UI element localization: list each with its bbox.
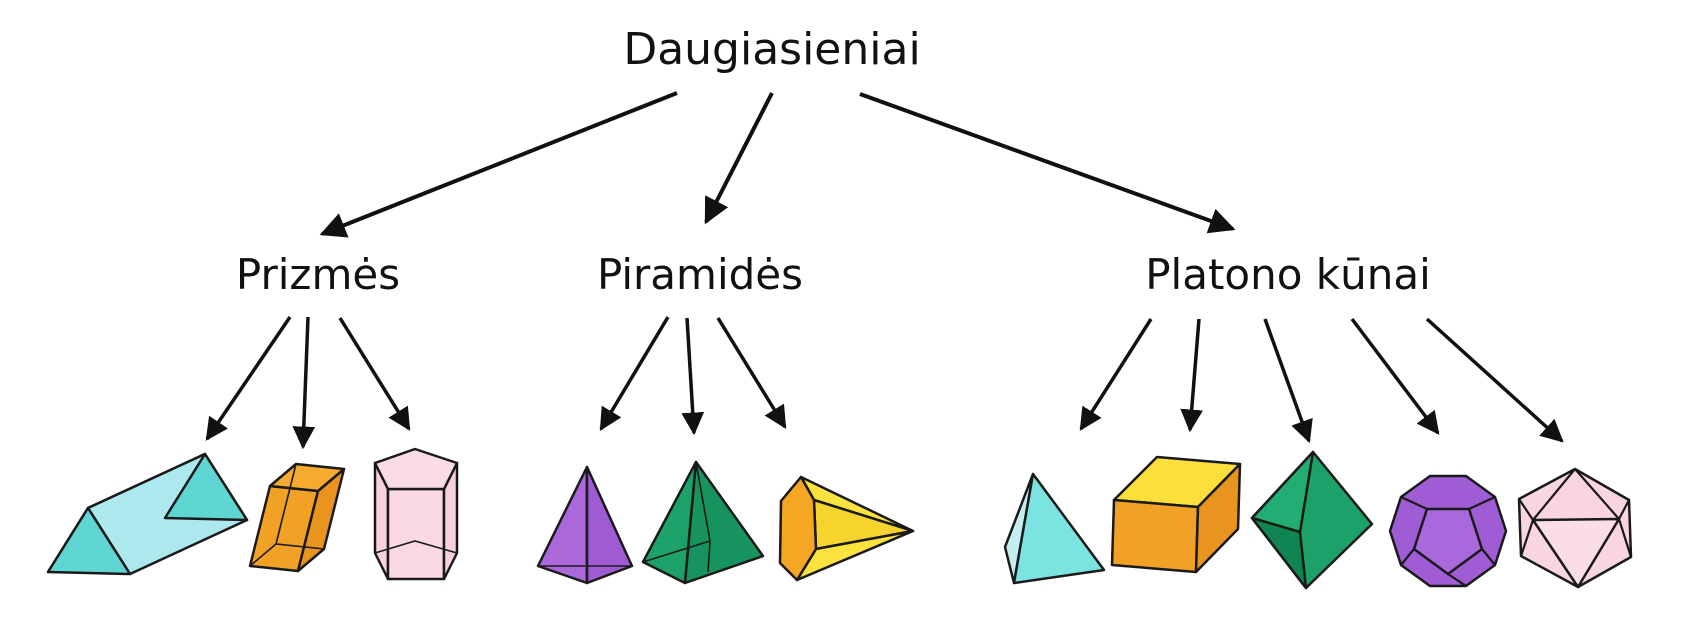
lying-pyramid-shape (778, 475, 915, 582)
arrow-root-to-platonic (859, 92, 1236, 234)
arrow-to-green-pyramid (681, 317, 705, 436)
root-arrows (319, 91, 1236, 238)
dodecahedron-spoke (1400, 548, 1415, 566)
arrow-to-parallelepiped (292, 316, 316, 450)
icosahedron-shape (1517, 467, 1633, 589)
green-pyramid-hidden-vertical-edge (707, 540, 711, 573)
pent-prism-top-face (373, 447, 459, 491)
arrow-root-to-prisms (319, 91, 678, 238)
dodecahedron-spoke (1481, 548, 1496, 566)
octahedron-lower-left-face (1250, 516, 1308, 590)
purple-pyramid-shape (536, 465, 634, 585)
lying-pyramid-base-face (778, 475, 818, 582)
triangular-prism-shape (46, 452, 249, 576)
dodecahedron-spoke (1400, 496, 1428, 510)
arrow-root-to-pyramids (704, 92, 774, 225)
tetrahedron-shape (1003, 472, 1106, 585)
arrow-to-pentagonal-prism (338, 317, 411, 431)
icosahedron-inner-edge (1519, 519, 1535, 557)
branch-label-platonic-solids: Platono kūnai (1145, 250, 1431, 299)
prisms-arrows (205, 316, 411, 450)
dodecahedron-shape (1388, 474, 1508, 588)
green-pyramid-shape (641, 460, 765, 585)
icosahedron-inner-triangle (1531, 517, 1621, 589)
branch-label-prisms: Prizmės (236, 250, 400, 299)
arrow-to-triangular-prism (205, 316, 292, 441)
prism-right-end-face (163, 452, 249, 522)
box-hidden-vertical-edge (275, 463, 297, 545)
icosahedron-inner-edge (1518, 498, 1534, 521)
octahedron-inner-edge (1298, 451, 1315, 533)
pent-prism-hidden-bottom-edges (374, 540, 458, 554)
arrow-to-dodecahedron (1350, 317, 1440, 435)
arrow-to-purple-pyramid (599, 316, 670, 431)
branch-label-pyramids: Piramidės (597, 250, 803, 299)
arrow-to-cube (1180, 318, 1203, 433)
icosahedron-inner-edge (1574, 468, 1620, 520)
pent-prism-front-face (386, 487, 446, 581)
dodecahedron-spoke (1447, 573, 1467, 587)
cube-right-face (1194, 462, 1242, 574)
purple-pyramid-right-face (585, 465, 634, 585)
icosahedron-inner-edge (1618, 499, 1630, 520)
dodecahedron-spoke (1468, 496, 1496, 510)
octahedron-shape (1250, 450, 1374, 590)
green-pyramid-right-face (683, 460, 765, 585)
platonic-arrows (1079, 317, 1564, 444)
prism-left-end-face (46, 506, 132, 576)
tetrahedron-front-face (1012, 472, 1106, 585)
icosahedron-inner-edge (1617, 518, 1633, 558)
pentagonal-prism-shape (373, 447, 459, 581)
box-top-face (268, 462, 346, 493)
oblique-parallelepiped-shape (248, 462, 346, 573)
pyramids-arrows (599, 316, 787, 436)
icosahedron-inner-edge (1532, 468, 1576, 521)
arrow-to-octahedron (1263, 318, 1313, 444)
cube-shape (1110, 455, 1242, 574)
dodecahedron-front-face (1412, 507, 1484, 576)
arrow-to-icosahedron (1425, 317, 1564, 443)
arrow-to-tetrahedron (1079, 318, 1153, 431)
arrow-to-lying-pyramid (716, 317, 787, 429)
cube-front-face (1110, 498, 1200, 574)
root-label: Daugiasieniai (623, 24, 920, 75)
